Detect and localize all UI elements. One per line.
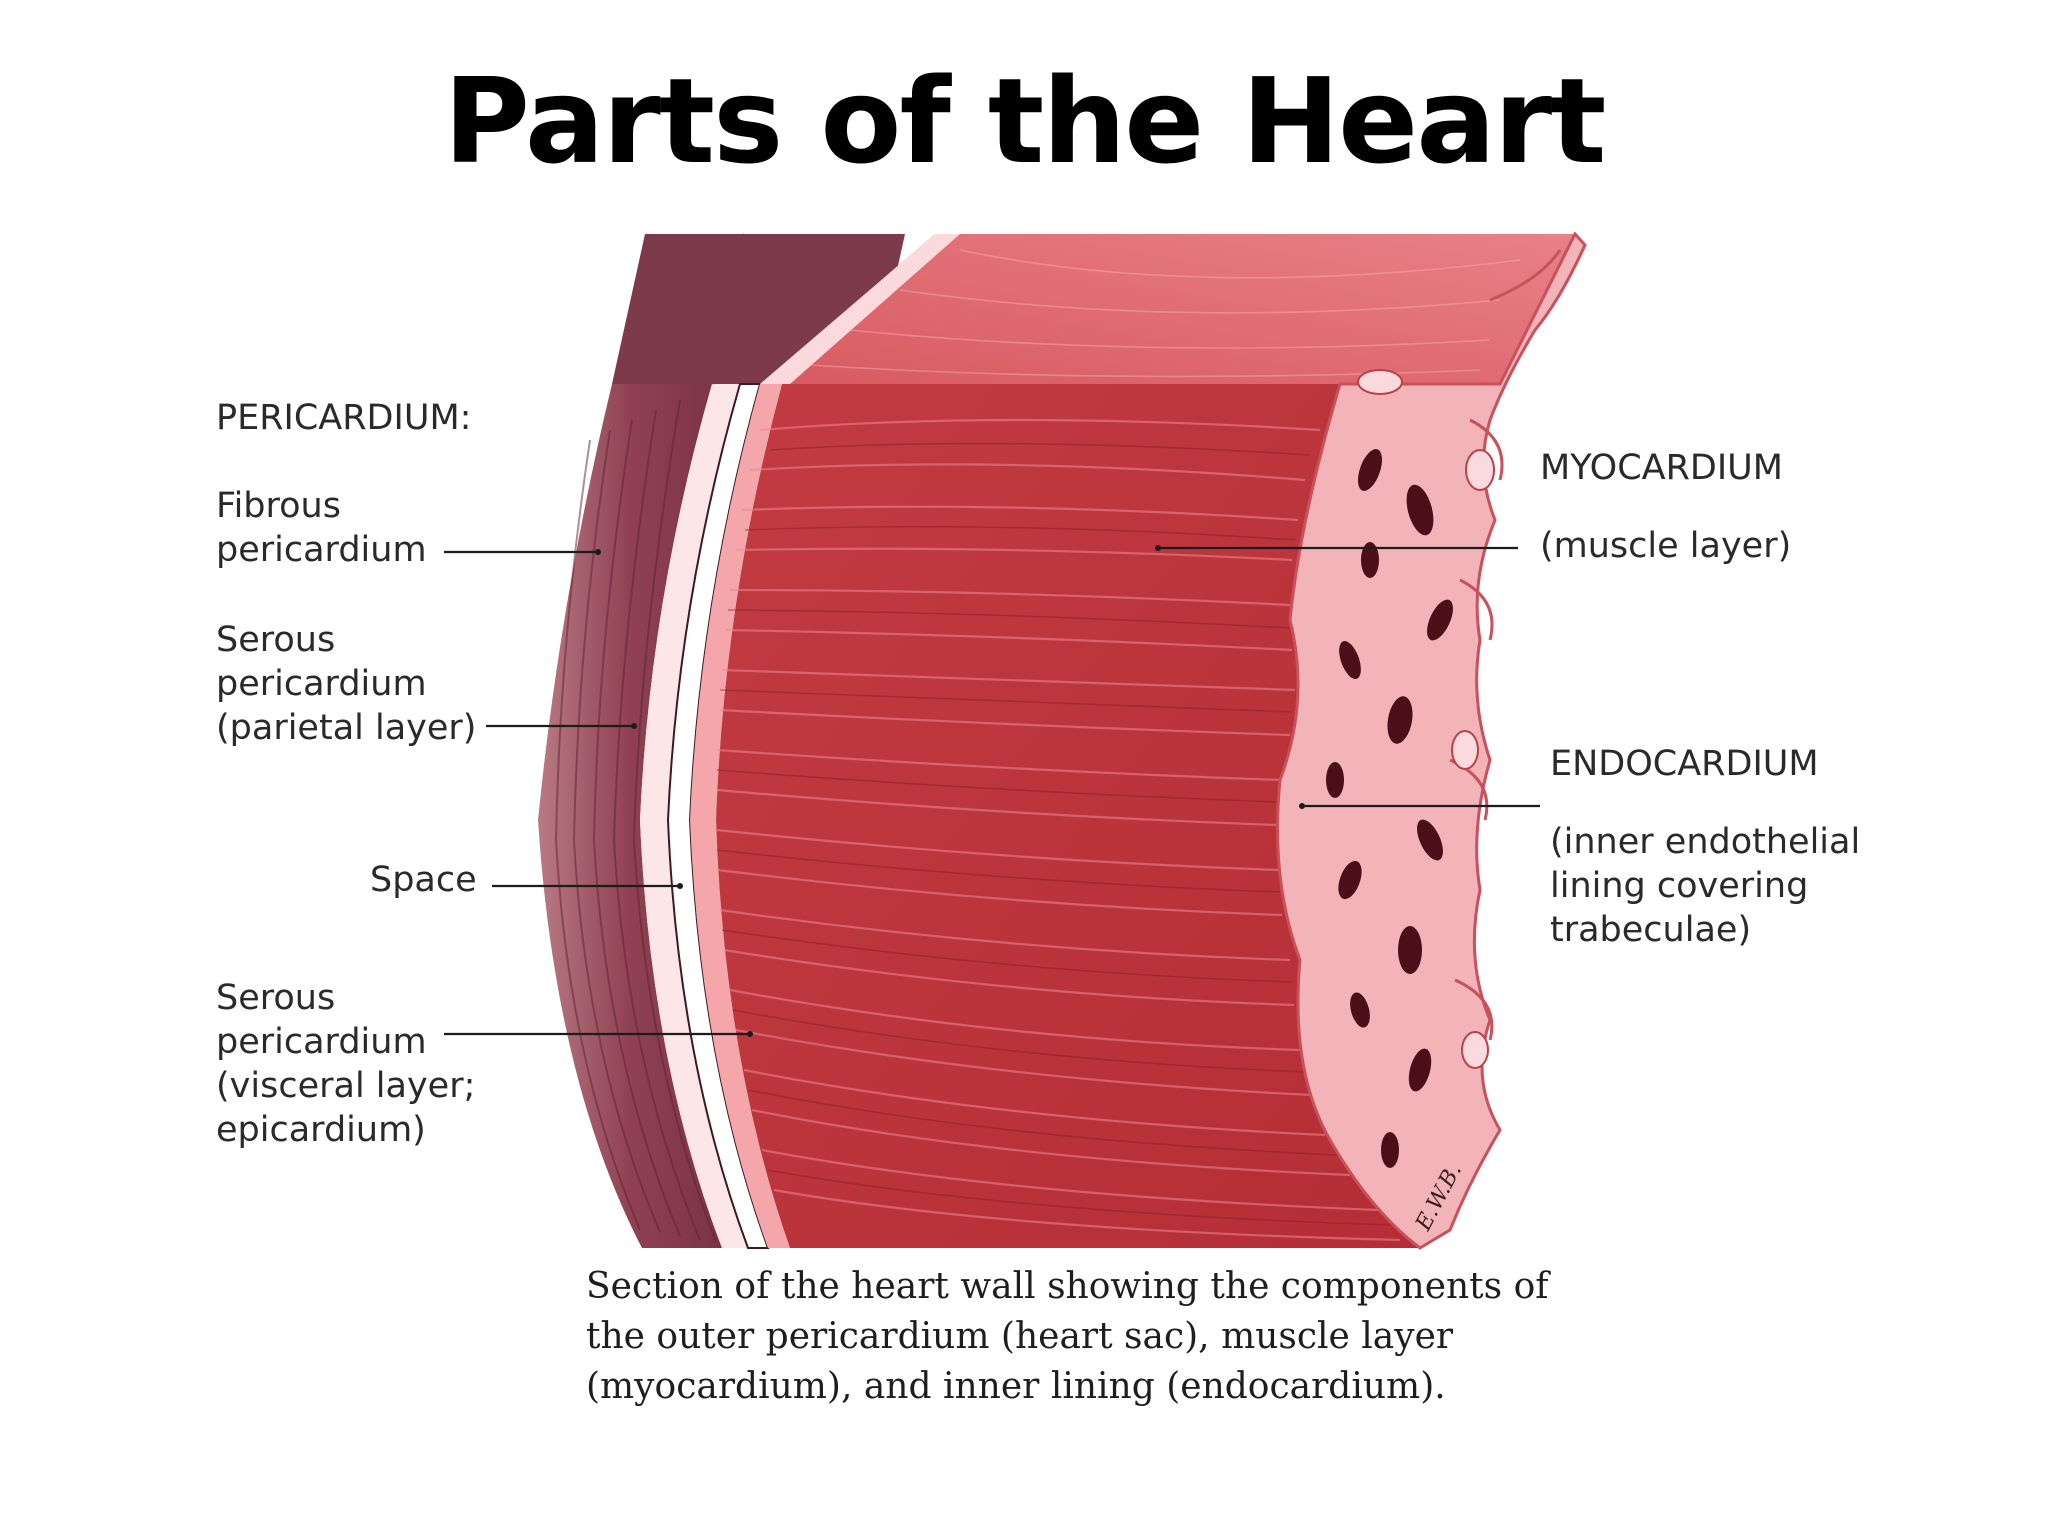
- parietal-layer: [640, 384, 748, 1248]
- label-myocardium: MYOCARDIUM: [1540, 448, 1784, 488]
- label-serous-parietal: Serous pericardium (parietal layer): [216, 620, 477, 748]
- leader-lines: [444, 546, 1540, 1036]
- fibrous-texture: [554, 399, 717, 1243]
- muscle-fibers: [716, 418, 1401, 1242]
- label-serous-visceral: Serous pericardium (visceral layer; epic…: [216, 978, 476, 1150]
- trabeculae-openings: [1357, 369, 1495, 1069]
- label-space: Space: [370, 860, 477, 900]
- label-fibrous-pericardium: Fibrous pericardium: [216, 486, 427, 570]
- figure-caption: Section of the heart wall showing the co…: [586, 1266, 1549, 1407]
- label-myocardium-desc: (muscle layer): [1540, 526, 1792, 566]
- trabeculae-cavities: [1326, 449, 1453, 1168]
- myocardium-top-face: [760, 234, 1575, 384]
- label-endocardium-desc: (inner endothelial lining covering trabe…: [1550, 822, 1861, 950]
- fibrous-front-face: [538, 384, 722, 1248]
- page-title: Parts of the Heart: [443, 52, 1607, 190]
- label-endocardium: ENDOCARDIUM: [1550, 744, 1819, 784]
- epicardium-front: [690, 384, 790, 1248]
- label-pericardium-header: PERICARDIUM:: [216, 398, 472, 438]
